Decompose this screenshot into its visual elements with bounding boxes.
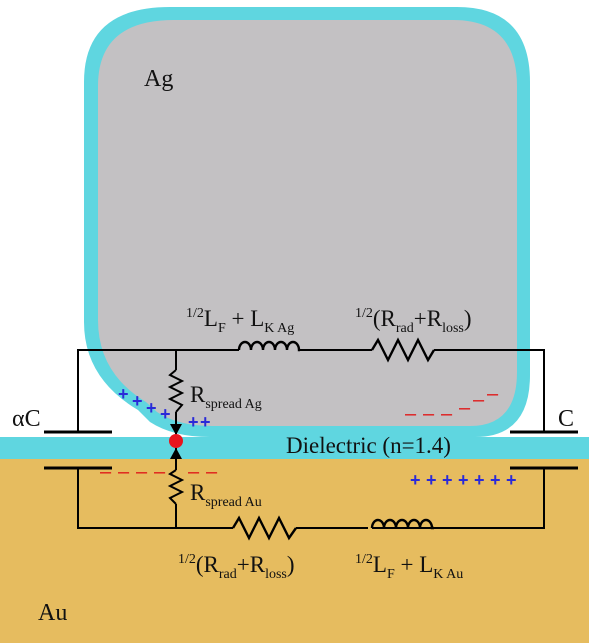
positive-charge: + xyxy=(490,470,501,490)
positive-charge: + xyxy=(426,470,437,490)
contact-point xyxy=(169,434,183,448)
arrow-down-icon xyxy=(170,424,182,435)
right-capacitor xyxy=(510,430,578,470)
positive-charge: + xyxy=(160,404,171,424)
gold-substrate xyxy=(0,455,589,643)
left-capacitor xyxy=(44,430,112,470)
negative-charge: – xyxy=(441,403,453,425)
positive-charge: + xyxy=(458,470,469,490)
positive-charge: + xyxy=(410,470,421,490)
top-resistor-label: 1/2(Rrad+Rloss) xyxy=(355,306,472,336)
dielectric-label: Dielectric (n=1.4) xyxy=(286,433,451,458)
bottom-inductor-label: 1/2LF + LK Au xyxy=(355,552,463,582)
material-label-ag: Ag xyxy=(144,66,173,92)
positive-charge: + xyxy=(132,391,143,411)
negative-charge: – xyxy=(487,383,499,405)
positive-charge: + xyxy=(118,384,129,404)
negative-charge: – xyxy=(459,397,471,419)
material-label-au: Au xyxy=(38,600,67,626)
positive-charge: + xyxy=(442,470,453,490)
dielectric-layer xyxy=(0,437,589,459)
arrow-up-icon xyxy=(170,448,182,459)
bottom-inductor-coil xyxy=(370,518,434,530)
positive-charge: + xyxy=(506,470,517,490)
bottom-resistor-label: 1/2(Rrad+Rloss) xyxy=(178,552,295,582)
negative-charge: – xyxy=(188,461,200,483)
spread-ag-resistor xyxy=(167,369,185,413)
positive-charge: + xyxy=(188,412,199,432)
negative-charge: – xyxy=(206,461,218,483)
right-capacitor-label: C xyxy=(558,406,574,432)
negative-charge: – xyxy=(136,461,148,483)
spread-ag-label: Rspread Ag xyxy=(190,382,262,412)
circuit-wires xyxy=(77,349,545,529)
silver-particle-core xyxy=(98,20,517,426)
negative-charge: – xyxy=(100,461,112,483)
negative-charge: – xyxy=(118,461,130,483)
top-inductor-label: 1/2LF + LK Ag xyxy=(186,306,294,336)
bottom-resistor-zigzag xyxy=(231,515,297,541)
positive-charge: + xyxy=(200,412,211,432)
negative-charge: – xyxy=(154,461,166,483)
spread-au-label: Rspread Au xyxy=(190,480,262,510)
left-capacitor-label: αC xyxy=(12,406,41,432)
charge-marks: ++++++––––––––––––+++++++ xyxy=(100,383,517,490)
top-resistor-zigzag xyxy=(370,337,436,363)
negative-charge: – xyxy=(405,403,417,425)
top-inductor-coil xyxy=(237,340,301,352)
negative-charge: – xyxy=(423,403,435,425)
positive-charge: + xyxy=(474,470,485,490)
negative-charge: – xyxy=(473,389,485,411)
spread-au-resistor xyxy=(167,469,185,505)
positive-charge: + xyxy=(146,398,157,418)
